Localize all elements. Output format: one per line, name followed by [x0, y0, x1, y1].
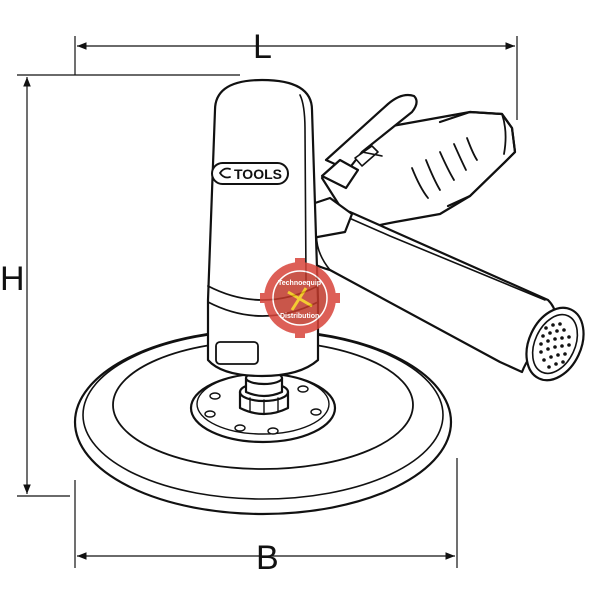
- trigger-lever: [320, 93, 418, 190]
- height-label: H: [0, 260, 25, 298]
- brand-logo-text: TOOLS: [234, 166, 282, 182]
- spindle-nut: [238, 370, 290, 416]
- brand-logo-plate: [211, 162, 289, 185]
- watermark-hammer-icon: [287, 287, 313, 311]
- dimension-lines: [17, 36, 518, 568]
- watermark-badge: [260, 258, 340, 338]
- pistol-handle: [320, 110, 517, 232]
- end-cap-holes: [539, 322, 571, 369]
- base-label: B: [256, 539, 279, 577]
- watermark-bottom-text: Distribution: [280, 313, 319, 320]
- watermark-top-text: Technoequip: [278, 280, 321, 287]
- length-label: L: [253, 28, 272, 66]
